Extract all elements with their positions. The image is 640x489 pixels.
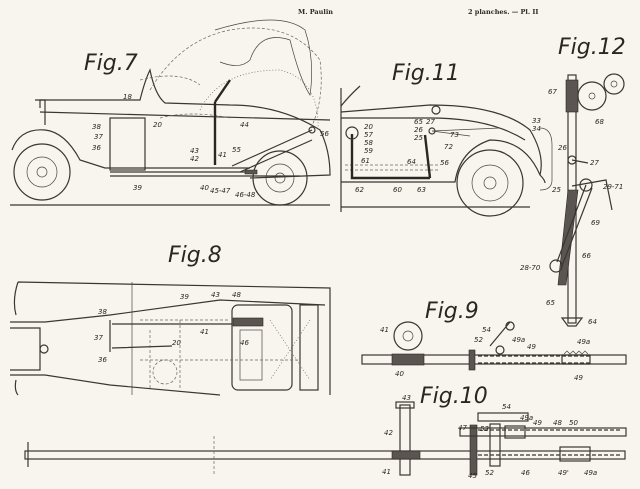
fig10-ref: 43: [402, 394, 411, 402]
worm-40: [391, 353, 425, 366]
fig7-ref: 36: [92, 144, 101, 152]
fig7-ref: 37: [94, 133, 103, 141]
fig7-ref: 39: [133, 184, 142, 192]
fig12-ref: 68: [595, 118, 604, 126]
fig7-ref: 55: [232, 146, 241, 154]
fig9-ref: 52: [474, 336, 483, 344]
fig11-ref: 20: [364, 123, 373, 131]
fig10-ref: 49': [558, 469, 569, 477]
fig11-ref: 60: [393, 186, 402, 194]
fig10-ref: 46: [521, 469, 530, 477]
fig11-ref: 61: [361, 157, 370, 165]
fig9-gear-shaft: Fig.9 41 40 54 52 49a 49 49a 49: [361, 299, 627, 382]
fig11-car-rear-view: Fig.11 20 57 58 59 61 62 60 63 64 56 65 …: [340, 61, 553, 217]
fig11-ref: 59: [364, 147, 373, 155]
fig7-ref: 41: [218, 151, 227, 159]
fig11-ref: 65: [414, 118, 423, 126]
fig10-ref: 41: [382, 468, 391, 476]
fig9-title: Fig.9: [425, 299, 479, 324]
fig11-title: Fig.11: [392, 61, 460, 86]
fig10-ref: 42: [384, 429, 393, 437]
fig10-ref: 54: [502, 403, 511, 411]
fig7-ref: 18: [123, 93, 132, 101]
fig9-ref: 49: [574, 374, 583, 382]
fig12-ref: 69: [591, 219, 600, 227]
worm-gear: [565, 79, 579, 113]
fig10-ref: 47: [458, 424, 467, 432]
fig12-ref: 26: [558, 144, 567, 152]
fig10-double-shaft: Fig.10 43 42 41 47 53 54 49a 49 48 50 45…: [24, 384, 627, 480]
fig8-title: Fig.8: [168, 243, 222, 268]
fig10-ref: 45: [468, 472, 477, 480]
fig12-ref: 25: [552, 186, 561, 194]
fig9-ref: 40: [395, 370, 404, 378]
fig10-ref: 50: [569, 419, 578, 427]
fig10-title: Fig.10: [420, 384, 488, 409]
fig8-ref: 20: [172, 339, 181, 347]
fig9-ref: 49: [527, 343, 536, 351]
fig11-ref: 63: [417, 186, 426, 194]
fig7-ref: 44: [240, 121, 249, 129]
fig7-ref: 43: [190, 147, 199, 155]
fig8-ref: 39: [180, 293, 189, 301]
fig8-ref: 48: [232, 291, 241, 299]
fig11-ref: 62: [355, 186, 364, 194]
fig12-ref: 27: [590, 159, 599, 167]
fig12-title: Fig.12: [558, 35, 626, 60]
fig11-ref: 58: [364, 139, 373, 147]
fig8-ref: 38: [98, 308, 107, 316]
fig11-ref: 26: [414, 126, 423, 134]
fig12-screw-mechanism: Fig.12 67 68 26 27 25 29-71 69 28-70 66 …: [520, 35, 626, 327]
fig12-ref: 28-70: [520, 264, 541, 272]
fig10-ref: 53: [480, 425, 489, 433]
fig8-ref: 46: [240, 339, 249, 347]
fig9-ref: 49a: [512, 336, 525, 344]
fig7-ref: 45-47: [210, 187, 231, 195]
fig11-ref: 34: [532, 125, 541, 133]
fig11-ref: 33: [532, 117, 541, 125]
fig7-ref: 20: [153, 121, 162, 129]
fig12-ref: 66: [582, 252, 591, 260]
header-plates: 2 planches. — Pl. II: [468, 8, 538, 16]
fig12-ref: 29-71: [603, 183, 623, 191]
fig11-ref: 57: [364, 131, 373, 139]
fig10-ref: 49: [533, 419, 542, 427]
fig7-ref: 42: [190, 155, 199, 163]
fig7-car-side-view: Fig.7 18 38 37 36 20 44 43 42 41 55: [10, 19, 331, 206]
fig9-ref: 49a: [577, 338, 590, 346]
fig12-ref: 65: [546, 299, 555, 307]
fig11-ref: 27: [426, 118, 435, 126]
fig10-ref: 49a: [520, 414, 533, 422]
fig7-ref: 46-48: [235, 191, 256, 199]
fig9-ref: 54: [482, 326, 491, 334]
front-wheel: [13, 143, 71, 201]
fig12-ref: 64: [588, 318, 597, 326]
fig8-ref: 41: [200, 328, 209, 336]
gear-41: [393, 321, 423, 351]
gear-68: [577, 81, 607, 111]
fig12-ref: 67: [548, 88, 557, 96]
fig10-ref: 48: [553, 419, 562, 427]
fig11-ref: 73: [450, 131, 459, 139]
fig8-ref: 43: [211, 291, 220, 299]
fig11-ref: 56: [440, 159, 449, 167]
header-author: M. Paulin: [298, 8, 333, 16]
rear-wheel: [456, 149, 524, 217]
fig8-plan-view: Fig.8 38 37 36 39 43 48 41 20 46: [10, 243, 331, 396]
fig7-ref: 40: [200, 184, 209, 192]
fig11-ref: 72: [444, 143, 453, 151]
fig9-ref: 41: [380, 326, 389, 334]
fig7-title: Fig.7: [84, 51, 138, 76]
fig7-ref: 38: [92, 123, 101, 131]
fig11-ref: 64: [407, 158, 416, 166]
fig8-ref: 37: [94, 334, 103, 342]
fig11-ref: 25: [414, 134, 423, 142]
fig10-ref: 49a: [584, 469, 597, 477]
fig7-ref: 56: [320, 130, 329, 138]
fig10-ref: 52: [485, 469, 494, 477]
fig8-ref: 36: [98, 356, 107, 364]
